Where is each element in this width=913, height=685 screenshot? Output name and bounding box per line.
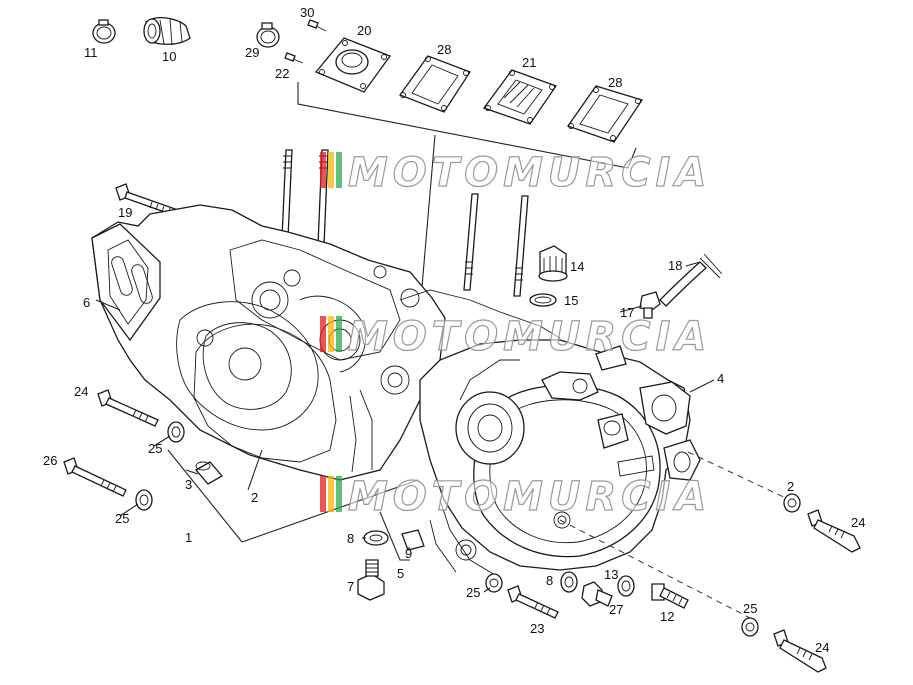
washer-13-drawing [617, 575, 635, 597]
callout-14: 14 [570, 259, 584, 274]
bearing-9-drawing [401, 529, 425, 551]
callout-21: 21 [522, 55, 536, 70]
callout-11: 11 [84, 45, 98, 60]
bolt-24-bottom-right-drawing [773, 629, 827, 673]
washer-8-center-drawing [363, 530, 389, 546]
callout-8: 8 [347, 531, 354, 546]
washer-25-left-bottom-drawing [135, 489, 153, 511]
group-bracket-left [167, 449, 419, 543]
leader-lines [95, 261, 715, 593]
callout-labels: 1 2 2 3 4 5 6 7 8 8 9 10 11 12 13 14 15 … [43, 5, 865, 655]
drain-plug-7-drawing [357, 559, 385, 601]
watermark-2: MOTOMURCIA [320, 313, 711, 361]
plug-27-drawing [581, 581, 613, 607]
dashed-axis-lower [559, 519, 755, 621]
bolt-19-drawing [115, 183, 179, 217]
washer-2-right-drawing [783, 493, 801, 513]
watermark-text-1: MOTOMURCIA [348, 150, 711, 196]
watermark-3: MOTOMURCIA [320, 473, 711, 521]
callout-13: 13 [604, 567, 618, 582]
callout-7: 7 [347, 579, 354, 594]
callout-28: 28 [608, 75, 622, 90]
callout-24: 24 [74, 384, 88, 399]
callout-2: 2 [787, 479, 794, 494]
dowel-3-drawing [194, 461, 224, 485]
callout-6: 6 [83, 295, 90, 310]
washer-25-bottom-drawing [485, 573, 503, 593]
callout-3: 3 [185, 477, 192, 492]
callout-17: 17 [620, 305, 634, 320]
group-bracket-top [297, 82, 637, 169]
group-leader-top [419, 134, 436, 311]
washer-25-left-top-drawing [167, 421, 185, 443]
callout-4: 4 [717, 371, 724, 386]
washer-8-right-drawing [560, 571, 578, 593]
callout-27: 27 [609, 602, 623, 617]
bolt-24-right-drawing [807, 509, 861, 553]
callout-15: 15 [564, 293, 578, 308]
callout-25: 25 [466, 585, 480, 600]
clamp-11-drawing [92, 19, 116, 44]
crankcase-right-drawing [399, 289, 701, 579]
clamp-29-drawing [256, 22, 280, 48]
watermark-text-3: MOTOMURCIA [348, 474, 711, 520]
gasket-2-left-drawing [193, 323, 337, 463]
bolt-24-left-drawing [97, 389, 159, 427]
bolt-23-drawing [507, 585, 559, 619]
callout-18: 18 [668, 258, 682, 273]
screws-30-22-drawing [284, 19, 327, 64]
crankcase-left-drawing [91, 204, 446, 481]
callout-24: 24 [851, 515, 865, 530]
reed-block-21-drawing [482, 69, 558, 125]
bolt-26-drawing [63, 457, 127, 497]
intake-rubber-10-drawing [143, 16, 191, 46]
reed-flange-20-drawing [314, 37, 392, 93]
oil-cap-14-drawing [529, 245, 568, 307]
callout-25: 25 [743, 601, 757, 616]
callout-29: 29 [245, 45, 259, 60]
leader-5 [379, 511, 410, 561]
watermark-1: MOTOMURCIA [320, 149, 711, 197]
callout-1: 1 [185, 530, 192, 545]
washer-25-right-drawing [741, 617, 759, 637]
watermark-text-2: MOTOMURCIA [348, 314, 711, 360]
bolt-12-drawing [651, 583, 689, 609]
callout-25: 25 [148, 441, 162, 456]
callout-9: 9 [405, 546, 412, 561]
callout-28: 28 [437, 42, 451, 57]
callout-25: 25 [115, 511, 129, 526]
gasket-28b-drawing [566, 85, 644, 143]
callout-24: 24 [815, 640, 829, 655]
callout-26: 26 [43, 453, 57, 468]
callout-5: 5 [397, 566, 404, 581]
callout-19: 19 [118, 205, 132, 220]
callout-2: 2 [251, 490, 258, 505]
gasket-28a-drawing [398, 55, 471, 113]
callout-30: 30 [300, 5, 314, 20]
callout-24-dup: 24 [815, 640, 829, 655]
breather-17-18-drawing [639, 253, 723, 319]
callout-12: 12 [660, 609, 674, 624]
callout-20: 20 [357, 23, 371, 38]
callout-10: 10 [162, 49, 176, 64]
dashed-axis-upper [687, 451, 791, 501]
callout-22: 22 [275, 66, 289, 81]
callout-23: 23 [530, 621, 544, 636]
callout-8: 8 [546, 573, 553, 588]
